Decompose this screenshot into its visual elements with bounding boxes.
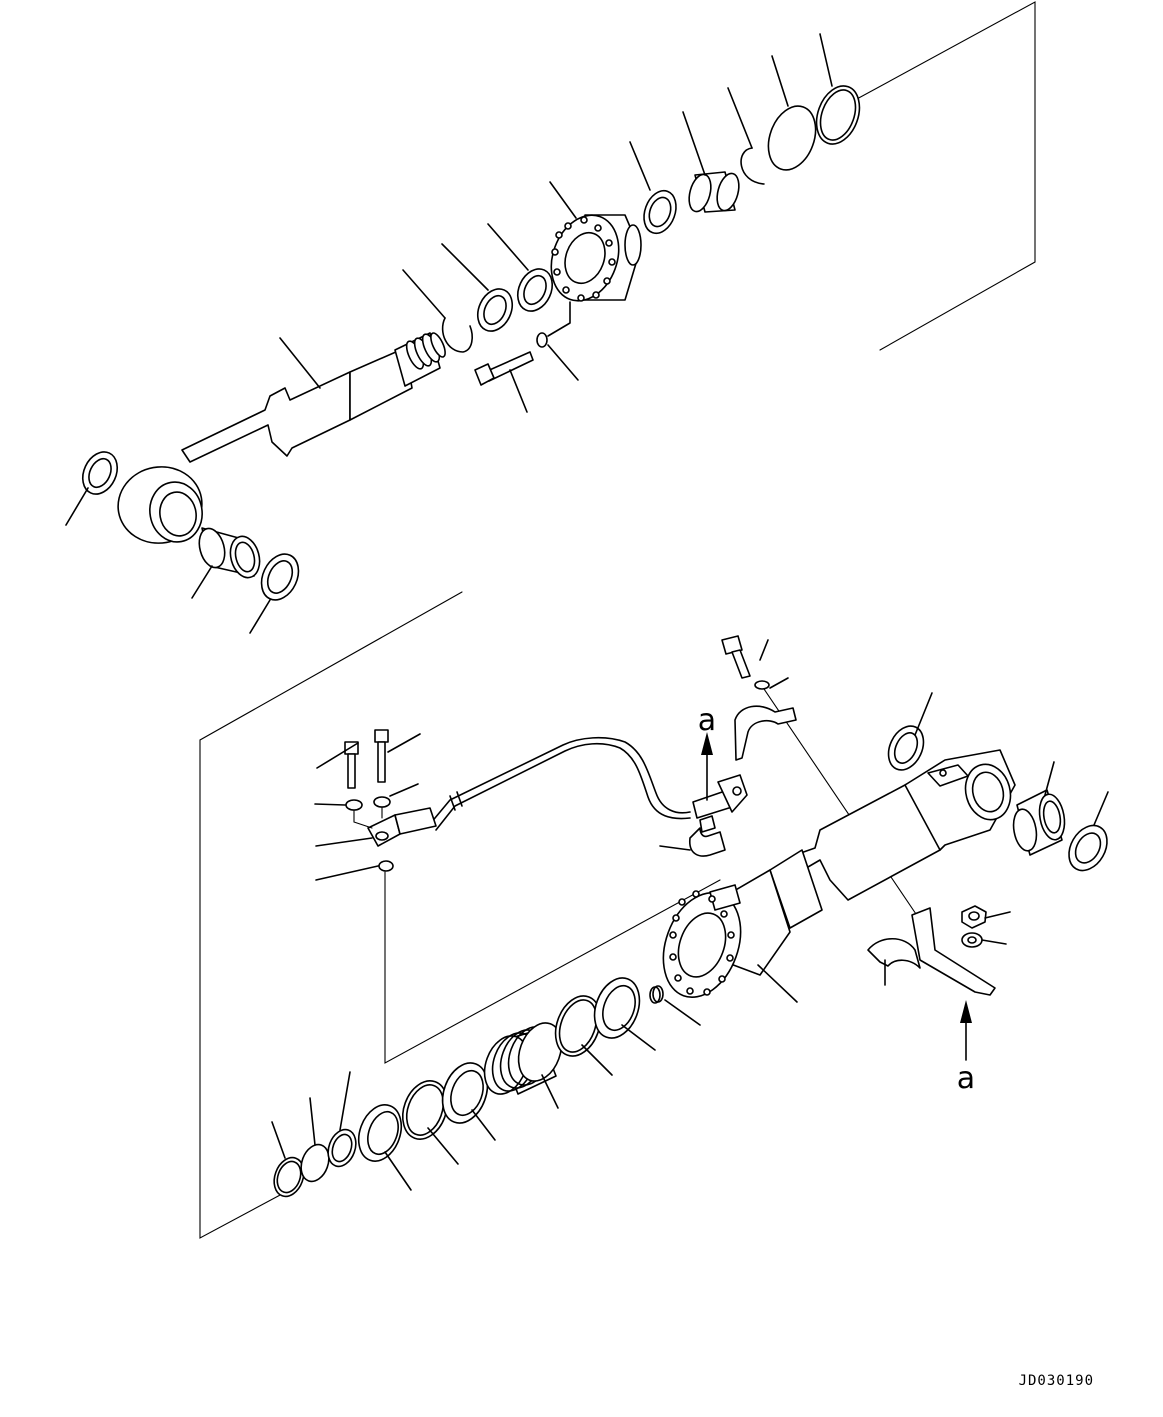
pipe-flange-right <box>693 775 747 818</box>
rod-eye-dust-seal <box>254 548 305 606</box>
view-arrow-label-upper: a <box>698 703 716 738</box>
view-arrow-lower: a <box>957 1000 975 1096</box>
flange-o-ring <box>379 861 393 871</box>
cylinder-tube <box>760 750 1016 928</box>
view-arrow-upper: a <box>698 703 716 800</box>
rod-eye-bushing <box>195 526 264 581</box>
flange-bolt-1 <box>345 742 358 788</box>
rod-thread <box>403 331 448 371</box>
lower-assembly-frame <box>200 592 462 1238</box>
gland-rod-seal <box>435 1057 496 1130</box>
hydraulic-pipe <box>430 738 690 830</box>
lower-assembly-cylinder-tube: a a <box>200 592 1115 1238</box>
head-small-washer <box>537 333 547 347</box>
gland-seal-stack <box>269 972 663 1201</box>
head-backup-ring <box>760 99 824 176</box>
clamp-bolt <box>722 636 750 678</box>
pipe-flange-left <box>368 808 436 846</box>
head-bushing <box>685 171 742 214</box>
piston-ring-1 <box>471 283 519 336</box>
piston-head-bolt-holes <box>552 217 615 301</box>
upper-assembly-piston-rod <box>66 2 1035 633</box>
pipe-elbow <box>690 816 725 856</box>
upper-assembly-frame <box>855 2 1035 350</box>
lower-leader-lines <box>272 640 1108 1190</box>
rod-eye <box>112 460 208 549</box>
drawing-code: JD030190 <box>1019 1373 1094 1389</box>
clamp-washer <box>755 681 769 689</box>
tube-eye-bushing <box>1011 790 1068 855</box>
head-ring-1 <box>638 186 681 238</box>
connector-path-line <box>385 872 720 1063</box>
flange-bolt-2 <box>375 730 388 782</box>
head-snap-ring <box>741 148 764 184</box>
flange-washer-2 <box>374 797 390 807</box>
piston-rod <box>112 331 448 550</box>
gland-bolt-holes <box>670 891 734 995</box>
tube-eye-seal-top <box>882 720 930 775</box>
upper-leader-lines <box>66 34 832 633</box>
gland-grease-nipple <box>650 986 663 1003</box>
tube-eye-dust-seal <box>1061 819 1114 878</box>
head-set-bolt <box>475 352 533 385</box>
piston-head <box>540 206 641 311</box>
flange-washer-1 <box>346 800 362 810</box>
rod-snap-ring <box>443 318 473 352</box>
rod-end-seal-left <box>76 446 124 499</box>
gland-dust-wiper <box>351 1099 408 1167</box>
bracket-nut <box>962 906 986 928</box>
gland-buffer-ring <box>477 1017 569 1100</box>
pipe-clamp-upper <box>722 636 796 760</box>
tube-port-boss <box>928 765 968 786</box>
gland-bushing <box>587 972 648 1045</box>
clamp-guide-line <box>762 686 918 917</box>
cylinder-head-gland <box>650 870 790 1008</box>
pipe-clamp-bracket <box>868 908 995 995</box>
view-arrow-label-lower: a <box>957 1061 975 1096</box>
bracket-washer <box>962 933 982 947</box>
piston-ring-2 <box>511 263 559 316</box>
